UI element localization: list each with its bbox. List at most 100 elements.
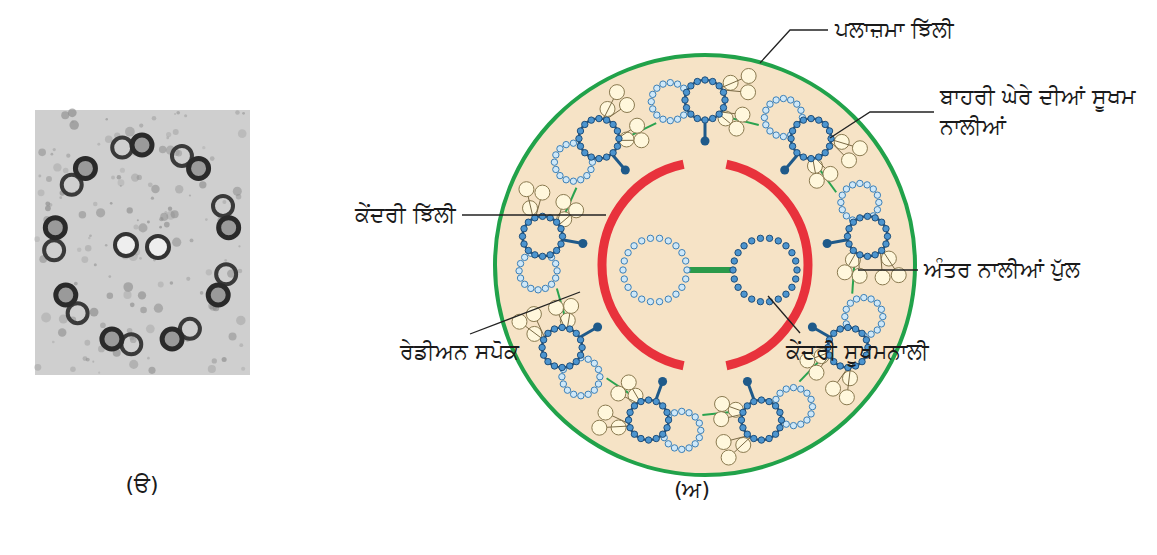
tubule-wall	[623, 238, 687, 302]
tubulin-subunit	[521, 225, 527, 231]
micrograph-tubule	[45, 218, 65, 238]
dynein-arm	[721, 450, 736, 465]
tubulin-subunit	[816, 117, 822, 123]
micrograph-grain	[210, 156, 215, 161]
tubulin-subunit	[653, 398, 659, 404]
tubulin-subunit	[744, 403, 750, 409]
micrograph-grain	[148, 182, 153, 187]
tubule-wall	[791, 119, 831, 159]
tubulin-subunit	[864, 182, 870, 188]
micrograph-grain	[175, 185, 183, 193]
micrograph-grain	[45, 205, 51, 211]
micrograph-grain	[138, 223, 147, 232]
micrograph-tubule	[102, 329, 122, 349]
micrograph-grain	[199, 181, 206, 188]
tubulin-subunit	[576, 135, 582, 141]
dynein-arm	[852, 141, 867, 156]
tubulin-subunit	[878, 321, 884, 327]
tubulin-subunit	[639, 238, 645, 244]
tubulin-subunit	[722, 97, 728, 103]
tubule-wall	[741, 400, 781, 440]
tubulin-subunit	[800, 154, 806, 160]
micrograph-grain	[74, 282, 78, 286]
tubulin-subunit	[553, 247, 559, 253]
tubulin-subunit	[559, 364, 565, 370]
spoke-head	[621, 166, 630, 175]
micrograph-grain	[71, 120, 74, 123]
tubulin-subunit	[874, 300, 880, 306]
spoke-head	[658, 377, 667, 386]
tubulin-subunit	[766, 235, 772, 241]
tubule-wall	[663, 411, 701, 449]
spoke-head	[593, 323, 602, 332]
micrograph-grain	[184, 114, 187, 117]
tubulin-subunit	[585, 391, 591, 397]
tubulin-subunit	[517, 275, 523, 281]
tubulin-subunit	[665, 238, 671, 244]
micrograph-grain	[158, 282, 164, 288]
part-label: ਕੇਂਦਰੀ ਝਿੱਲੀ	[355, 200, 456, 230]
tubulin-subunit	[654, 112, 660, 118]
micrograph-grain	[148, 367, 155, 374]
cross-section	[495, 55, 915, 475]
leader-line	[858, 269, 918, 270]
micrograph-grain	[63, 168, 69, 174]
tubulin-subunit	[809, 403, 815, 409]
tubulin-subunit	[558, 241, 564, 247]
tubulin-subunit	[798, 386, 804, 392]
micrograph-tubule	[132, 135, 152, 155]
tubulin-subunit	[553, 219, 559, 225]
micrograph-grain	[186, 277, 190, 281]
tubulin-subunit	[749, 238, 755, 244]
dynein-arm	[736, 437, 751, 452]
tubulin-subunit	[804, 417, 810, 423]
tubulin-subunit	[683, 89, 689, 95]
part-label: ਅੰਤਰ ਨਾਲੀਆਂ ਪੁੱਲ	[924, 255, 1080, 285]
tubulin-subunit	[560, 381, 566, 387]
micrograph-grain	[151, 185, 159, 193]
micrograph-grain	[176, 111, 180, 115]
tubulin-subunit	[625, 284, 631, 290]
tubulin-subunit	[667, 117, 673, 123]
tubulin-subunit	[758, 397, 764, 403]
tubulin-subunit	[874, 327, 880, 333]
dynein-arm	[634, 133, 649, 148]
micrograph-grain	[59, 196, 62, 199]
tubulin-subunit	[883, 241, 889, 247]
tubulin-subunit	[679, 408, 685, 414]
tubulin-subunit	[751, 435, 757, 441]
micrograph	[34, 108, 250, 375]
micrograph-grain	[222, 200, 226, 204]
micrograph-ground	[35, 110, 250, 375]
tubulin-subunit	[557, 172, 563, 178]
tubulin-subunit	[656, 235, 662, 241]
tubulin-subunit	[790, 384, 796, 390]
tubulin-subunit	[864, 213, 870, 219]
micrograph-grain	[58, 328, 66, 336]
tubule-wall	[519, 252, 557, 290]
micrograph-grain	[123, 291, 131, 299]
micrograph-grain	[131, 173, 139, 181]
micrograph-grain	[224, 259, 227, 262]
micrograph-grain	[152, 116, 157, 121]
micrograph-grain	[123, 282, 133, 292]
micrograph-grain	[81, 256, 88, 263]
tubulin-subunit	[573, 358, 579, 364]
tubulin-subunit	[553, 152, 559, 158]
tubulin-subunit	[740, 425, 746, 431]
micrograph-grain	[34, 364, 41, 371]
tubulin-subunit	[660, 116, 666, 122]
tubulin-subunit	[567, 326, 573, 332]
tubulin-subunit	[716, 83, 722, 89]
micrograph-grain	[208, 365, 216, 373]
tubulin-subunit	[650, 106, 656, 112]
tubulin-subunit	[559, 324, 565, 330]
micrograph-grain	[120, 168, 125, 173]
micrograph-grain	[90, 308, 99, 317]
tubulin-subunit	[679, 249, 685, 255]
tubulin-subunit	[577, 352, 583, 358]
tubulin-subunit	[631, 243, 637, 249]
spoke-head	[701, 137, 710, 146]
tubulin-subunit	[671, 410, 677, 416]
tubulin-subunit	[616, 135, 622, 141]
